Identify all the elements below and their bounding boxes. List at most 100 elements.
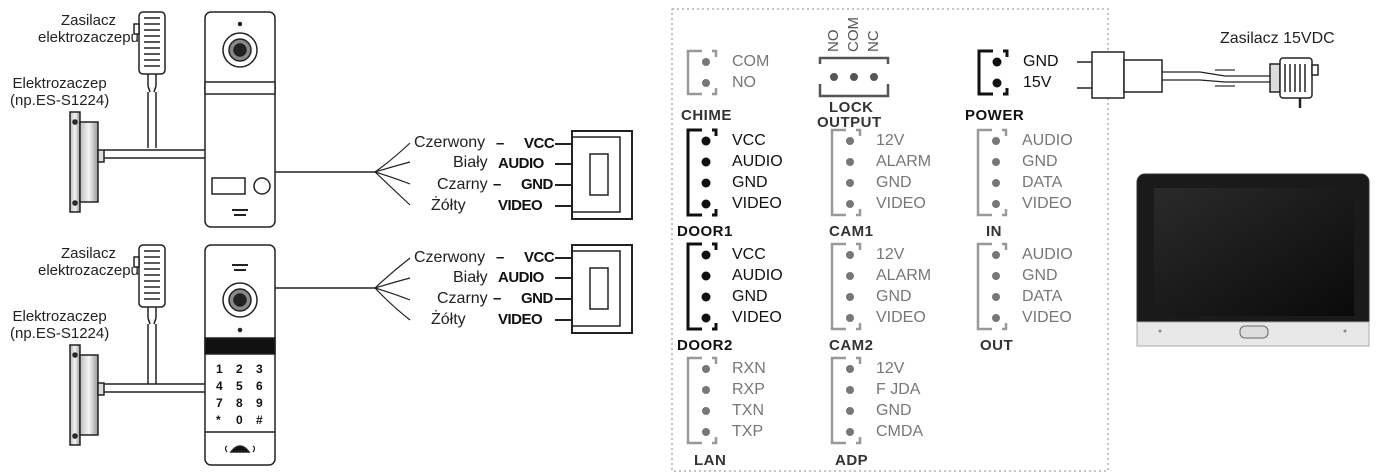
door1-pin-label: AUDIO: [732, 153, 783, 170]
adp-pin-dot: [846, 407, 854, 415]
cam1-pin-label: ALARM: [876, 153, 932, 170]
cam2-bracket: [830, 242, 846, 331]
top-wire-black: Czarny: [437, 176, 488, 193]
top-sig-dash-1: –: [496, 135, 504, 152]
door2-bracket-right: [712, 242, 718, 331]
top-wire-fan: [374, 142, 411, 206]
top-electric-strike: [69, 111, 105, 213]
out-bracket-right: [1002, 242, 1008, 331]
out-pin-label: AUDIO: [1022, 246, 1073, 263]
keypad-key: 4: [216, 379, 223, 393]
door1-title: DOOR1: [677, 223, 733, 240]
chime-pin-label: COM: [732, 53, 770, 70]
out-pin-dot: [992, 251, 1000, 259]
terminal-blocks: [686, 49, 1009, 445]
adp-pin-label: 12V: [876, 360, 905, 377]
monitor-backpanel-outline: [671, 8, 1109, 472]
cam1-pin-dot: [846, 179, 854, 187]
power-plug: [1077, 51, 1319, 108]
adp-bracket: [830, 356, 846, 445]
bottom-wire-fan: [374, 257, 411, 321]
top-sig-audio: AUDIO: [498, 155, 544, 172]
power-pin-dot: [992, 57, 1002, 67]
adp-pin-dot: [846, 386, 854, 394]
keypad-key: 0: [236, 413, 243, 427]
bottom-sig-video: VIDEO: [498, 311, 543, 328]
lan-pin-label: RXN: [732, 360, 766, 377]
keypad-key: 1: [216, 362, 223, 376]
cam1-pin-label: 12V: [876, 132, 905, 149]
lock-pin-dot: [870, 73, 878, 81]
top-door-station: [69, 11, 375, 228]
door2-pin-dot: [701, 292, 711, 302]
power-bracket-right: [1003, 49, 1009, 96]
cam1-bracket: [830, 128, 846, 217]
power-pin-label: 15V: [1023, 74, 1052, 91]
door2-title: DOOR2: [677, 337, 733, 354]
cam2-pin-dot: [846, 293, 854, 301]
monitor-unit: [1136, 173, 1370, 347]
cam2-pin-label: GND: [876, 288, 912, 305]
lan-pin-label: TXP: [732, 423, 764, 440]
chime-pin-label: NO: [732, 74, 756, 91]
cam2-pin-label: ALARM: [876, 267, 932, 284]
in-pin-dot: [992, 200, 1000, 208]
chime-bracket-right: [712, 49, 718, 96]
out-pin-label: VIDEO: [1022, 309, 1072, 326]
top-supply-label: Zasilacz elektrozaczepu: [38, 12, 139, 46]
in-pin-dot: [992, 158, 1000, 166]
door1-pin-dot: [701, 136, 711, 146]
chime-pin-dot: [702, 58, 710, 66]
lan-bracket: [686, 356, 702, 445]
adp-pin-dot: [846, 365, 854, 373]
door1-pin-dot: [701, 199, 711, 209]
lan-pin-label: RXP: [732, 381, 765, 398]
chime-title: CHIME: [681, 107, 732, 124]
lan-pin-dot: [702, 365, 710, 373]
lan-pin-dot: [702, 386, 710, 394]
lan-title: LAN: [694, 452, 727, 469]
adp-pin-label: GND: [876, 402, 912, 419]
adp-pin-label: F JDA: [876, 381, 921, 398]
bottom-strike-label: Elektrozaczep (np.ES-S1224): [10, 308, 110, 342]
out-pin-label: GND: [1022, 267, 1058, 284]
cam1-pin-dot: [846, 200, 854, 208]
lock-title-line1: LOCK: [829, 99, 874, 116]
in-pin-label: AUDIO: [1022, 132, 1073, 149]
adp-pin-label: CMDA: [876, 423, 924, 440]
bottom-sig-dash-1: –: [496, 249, 504, 266]
bottom-sig-vcc: VCC: [524, 249, 555, 266]
cam2-pin-dot: [846, 251, 854, 259]
lock-bracket: [818, 56, 890, 98]
top-sig-vcc: VCC: [524, 135, 555, 152]
cam1-pin-dot: [846, 158, 854, 166]
keypad-key: 3: [256, 362, 263, 376]
chime-bracket: [686, 49, 702, 96]
out-pin-label: DATA: [1022, 288, 1063, 305]
keypad-key: *: [216, 413, 221, 427]
cam2-title: CAM2: [829, 337, 874, 354]
adp-pin-dot: [846, 428, 854, 436]
bottom-wire-yellow: Żółty: [431, 311, 466, 328]
top-wire-red: Czerwony: [414, 134, 486, 151]
keypad-key: 6: [256, 379, 263, 393]
adp-bracket-right: [856, 356, 862, 445]
door1-pin-label: GND: [732, 174, 768, 191]
door2-pin-dot: [701, 313, 711, 323]
door1-pin-dot: [701, 178, 711, 188]
power-supply-label: Zasilacz 15VDC: [1220, 30, 1335, 47]
keypad-key: 7: [216, 396, 223, 410]
keypad-key: 8: [236, 396, 243, 410]
power-pin-dot: [992, 78, 1002, 88]
door2-pin-dot: [701, 271, 711, 281]
bottom-supply-adapter: [133, 244, 166, 325]
in-pin-label: DATA: [1022, 174, 1063, 191]
bottom-wire-red: Czerwony: [414, 249, 486, 266]
cam1-pin-label: VIDEO: [876, 195, 926, 212]
lan-pin-dot: [702, 428, 710, 436]
in-pin-label: VIDEO: [1022, 195, 1072, 212]
in-bracket: [976, 128, 992, 217]
cam1-title: CAM1: [829, 223, 874, 240]
